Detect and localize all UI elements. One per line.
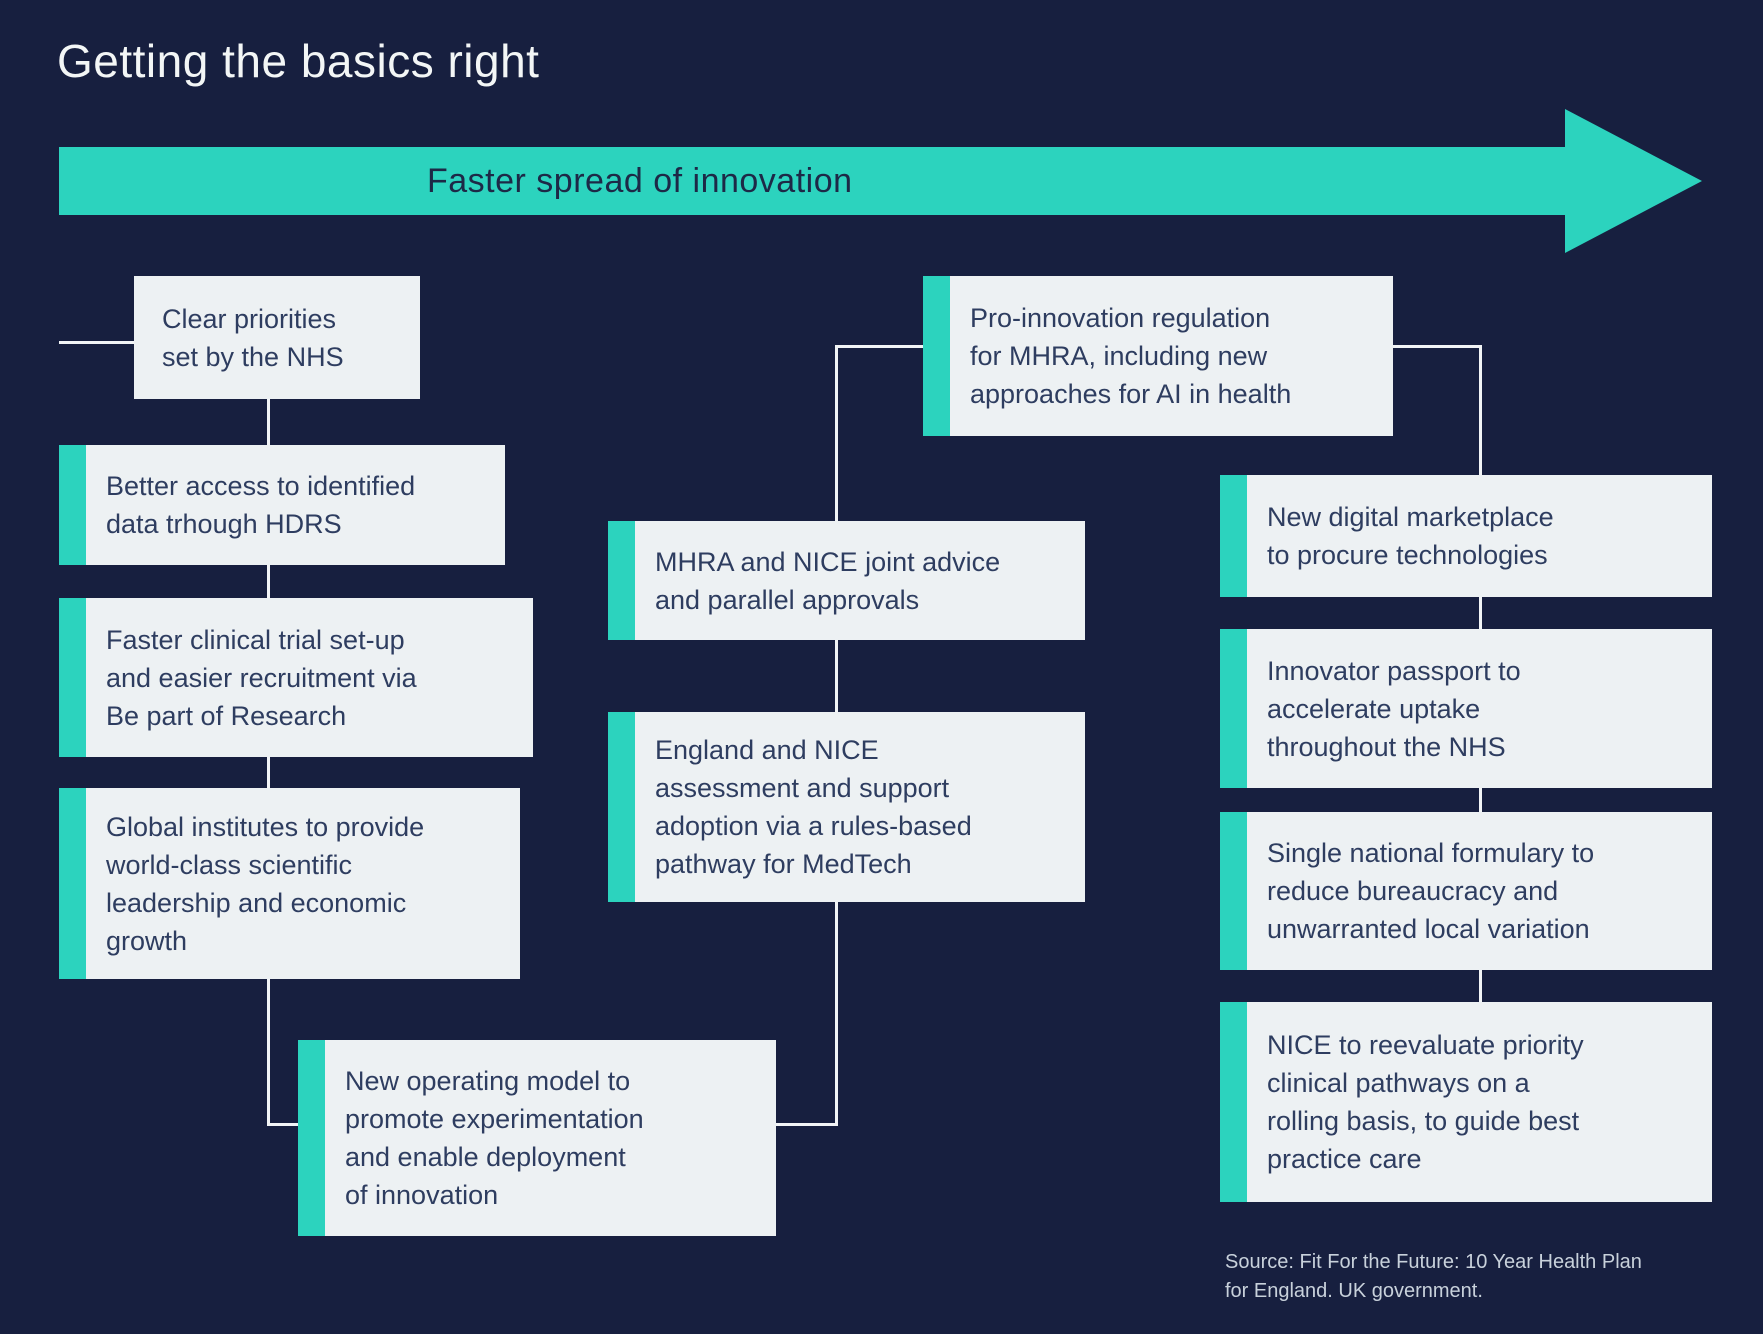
box-text: New operating model to promote experimen… bbox=[345, 1066, 644, 1210]
connector-line bbox=[59, 341, 134, 344]
arrow-label: Faster spread of innovation bbox=[427, 162, 853, 200]
accent-bar bbox=[1220, 629, 1247, 788]
box-text: New digital marketplace to procure techn… bbox=[1267, 502, 1554, 570]
flow-box-global-institutes: Global institutes to provide world-class… bbox=[59, 788, 520, 979]
arrow-right-icon bbox=[1565, 109, 1702, 253]
innovation-arrow-bar bbox=[59, 147, 1565, 215]
accent-bar bbox=[298, 1040, 325, 1236]
box-text: Clear priorities set by the NHS bbox=[162, 303, 344, 372]
page-title: Getting the basics right bbox=[57, 35, 540, 87]
box-text: England and NICE assessment and support … bbox=[655, 735, 972, 879]
box-text: Global institutes to provide world-class… bbox=[106, 811, 425, 956]
flow-box-better-access: Better access to identified data trhough… bbox=[59, 445, 505, 565]
accent-bar bbox=[1220, 812, 1247, 970]
box-text: Faster clinical trial set-up and easier … bbox=[106, 624, 417, 731]
accent-bar bbox=[59, 788, 86, 979]
accent-bar bbox=[923, 276, 950, 436]
flow-box-mhra-nice-joint-advice: MHRA and NICE joint advice and parallel … bbox=[608, 521, 1085, 640]
connector-line bbox=[835, 345, 923, 348]
box-text: Pro-innovation regulation for MHRA, incl… bbox=[970, 303, 1292, 409]
accent-bar bbox=[608, 521, 635, 640]
accent-bar bbox=[59, 598, 86, 757]
flow-box-clear-priorities: Clear priorities set by the NHS bbox=[134, 276, 420, 399]
box-text: Single national formulary to reduce bure… bbox=[1267, 838, 1595, 944]
flow-box-innovator-passport: Innovator passport to accelerate uptake … bbox=[1220, 629, 1712, 788]
accent-bar bbox=[1220, 475, 1247, 597]
flow-box-new-operating-model: New operating model to promote experimen… bbox=[298, 1040, 776, 1236]
flow-box-pro-innovation-regulation: Pro-innovation regulation for MHRA, incl… bbox=[923, 276, 1393, 436]
connector-line bbox=[776, 1123, 837, 1126]
flow-box-faster-clinical-trial: Faster clinical trial set-up and easier … bbox=[59, 598, 533, 757]
flow-box-single-national-formulary: Single national formulary to reduce bure… bbox=[1220, 812, 1712, 970]
flow-box-nice-reevaluate: NICE to reevaluate priority clinical pat… bbox=[1220, 1002, 1712, 1202]
accent-bar bbox=[59, 445, 86, 565]
flow-box-england-nice-assessment: England and NICE assessment and support … bbox=[608, 712, 1085, 902]
connector-line bbox=[267, 1123, 298, 1126]
connector-line bbox=[267, 399, 270, 1126]
box-text: Innovator passport to accelerate uptake … bbox=[1267, 655, 1521, 762]
source-note: Source: Fit For the Future: 10 Year Heal… bbox=[1225, 1251, 1642, 1302]
box-text: Better access to identified data trhough… bbox=[106, 471, 416, 539]
connector-line bbox=[1393, 345, 1481, 348]
accent-bar bbox=[608, 712, 635, 902]
accent-bar bbox=[1220, 1002, 1247, 1202]
flow-box-digital-marketplace: New digital marketplace to procure techn… bbox=[1220, 475, 1712, 597]
box-text: NICE to reevaluate priority clinical pat… bbox=[1267, 1030, 1584, 1174]
box-text: MHRA and NICE joint advice and parallel … bbox=[655, 546, 1001, 615]
